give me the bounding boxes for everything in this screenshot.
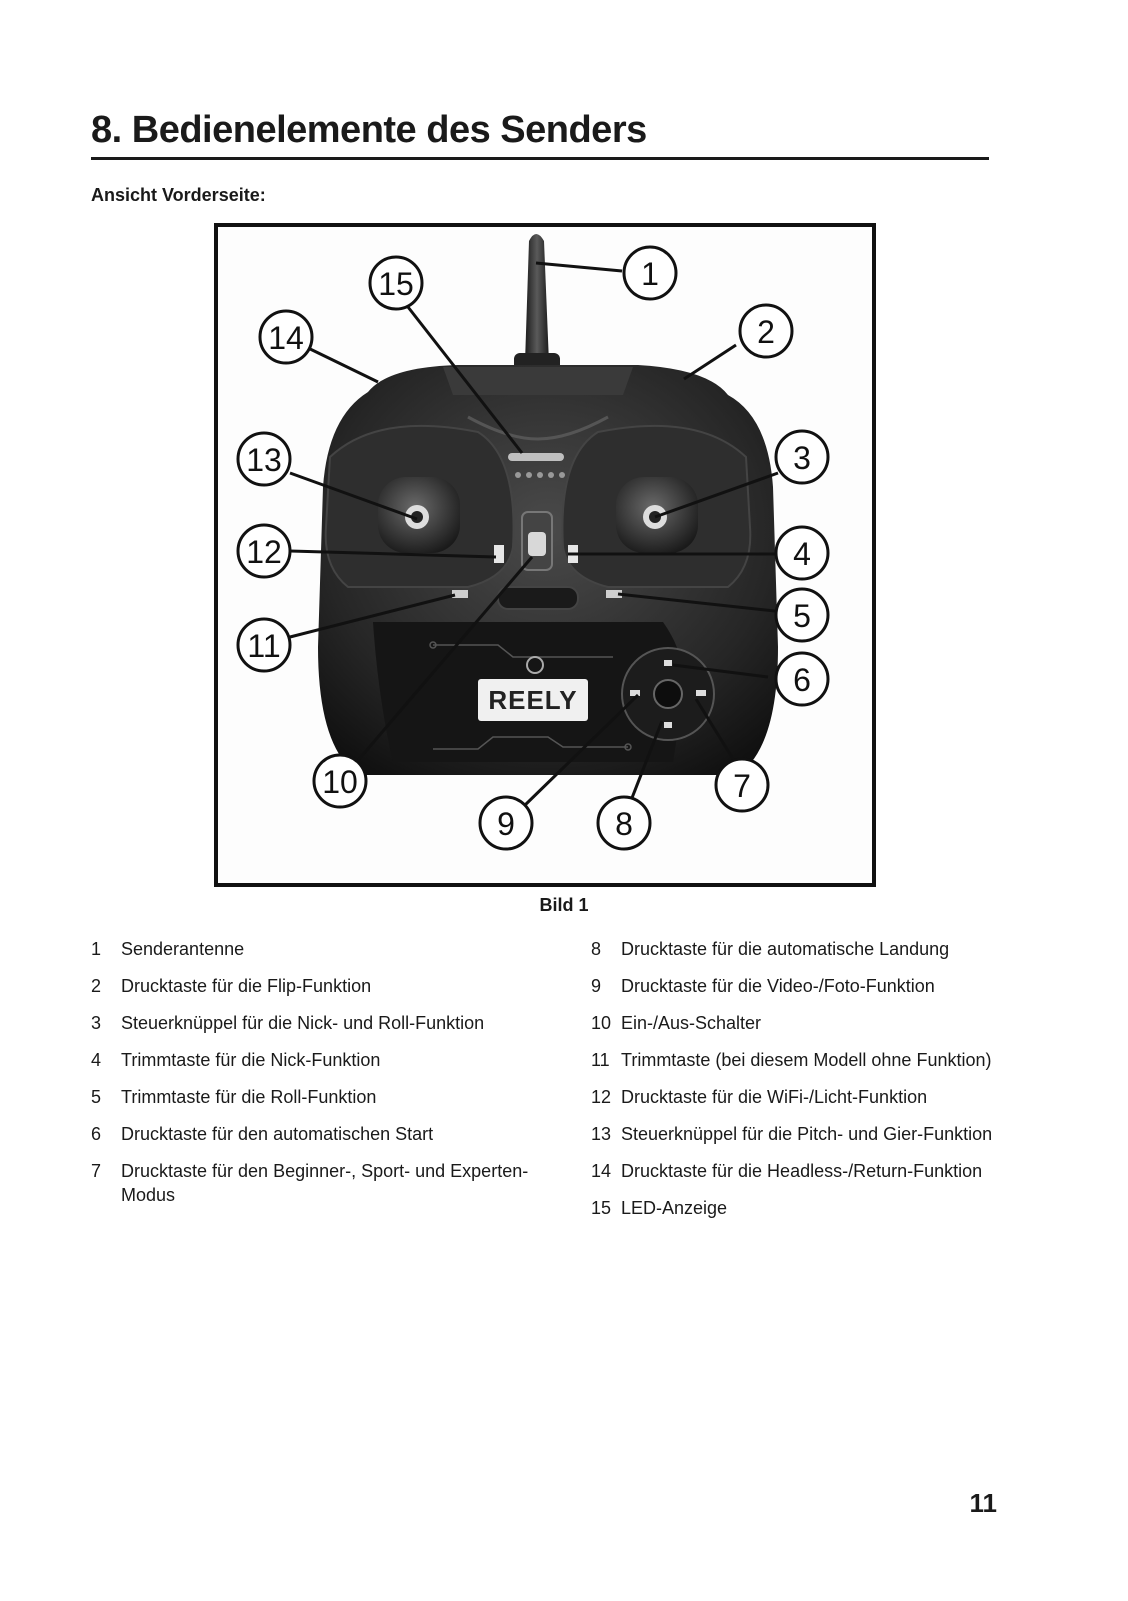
- legend-item: 8 Drucktaste für die automatische Landung: [591, 937, 1011, 961]
- legend-number: 9: [591, 976, 602, 996]
- page-number: 11: [969, 1488, 998, 1518]
- legend-text: LED-Anzeige: [621, 1198, 728, 1218]
- legend-item: 5 Trimmtaste für die Roll-Funktion: [91, 1085, 551, 1109]
- legend-number: 1: [91, 939, 102, 959]
- legend-text: Drucktaste für die Video-/Foto-Funktion: [621, 976, 935, 996]
- left-control-stick: [378, 477, 460, 553]
- legend-text: Trimmtaste (bei diesem Modell ohne Funkt…: [621, 1050, 992, 1070]
- legend-number: 10: [591, 1013, 612, 1033]
- legend-number: 4: [91, 1050, 102, 1070]
- svg-text:13: 13: [246, 442, 282, 478]
- svg-text:1: 1: [641, 256, 659, 292]
- svg-text:15: 15: [378, 266, 414, 302]
- callout-lines: [289, 261, 779, 809]
- legend-number: 3: [91, 1013, 102, 1033]
- page-title: 8. Bedienelemente des Senders: [91, 109, 647, 151]
- legend-item: 13 Steuerknüppel für die Pitch- und Gier-…: [591, 1122, 1011, 1146]
- antenna: [514, 234, 560, 371]
- callout-12: 12: [236, 523, 292, 579]
- legend-item: 15 LED-Anzeige: [591, 1196, 1011, 1220]
- left-trim-button: [452, 590, 468, 598]
- legend-number: 11: [591, 1050, 610, 1070]
- legend-number: 2: [91, 976, 102, 996]
- legend-number: 5: [91, 1087, 102, 1107]
- legend-left-column: 1 Senderantenne 2 Drucktaste für die Flip-…: [91, 937, 551, 1220]
- legend-number: 8: [591, 939, 602, 959]
- callout-13: 13: [236, 431, 292, 487]
- legend-item: 10 Ein-/Aus-Schalter: [591, 1011, 1011, 1035]
- legend-text: Steuerknüppel für die Nick- und Roll-Fun…: [121, 1013, 485, 1033]
- legend-text: Trimmtaste für die Nick-Funktion: [121, 1050, 381, 1070]
- callout-10: 10: [312, 753, 368, 809]
- wifi-light-button: [494, 545, 504, 563]
- legend-number: 15: [591, 1198, 612, 1218]
- callout-markers: 1 2 3 4 5 6 7 8 9 10 11 12 13 14 15: [236, 245, 830, 851]
- legend-item: 14 Drucktaste für die Headless-/Return-Fu…: [591, 1159, 1011, 1183]
- callout-14: 14: [258, 309, 314, 365]
- legend-item: 1 Senderantenne: [91, 937, 551, 961]
- legend-item: 6 Drucktaste für den automatischen Start: [91, 1122, 551, 1146]
- legend-item: 7 Drucktaste für den Beginner-, Sport- un…: [91, 1159, 551, 1207]
- svg-text:9: 9: [497, 806, 515, 842]
- legend-number: 14: [591, 1161, 612, 1181]
- legend-text: Trimmtaste für die Roll-Funktion: [121, 1087, 377, 1107]
- power-switch: [521, 511, 553, 571]
- svg-text:7: 7: [733, 768, 751, 804]
- legend-text: Drucktaste für den automatischen Start: [121, 1124, 434, 1144]
- svg-text:8: 8: [615, 806, 633, 842]
- legend-text: Steuerknüppel für die Pitch- und Gier-Fu…: [621, 1124, 993, 1144]
- svg-text:14: 14: [268, 320, 304, 356]
- svg-text:6: 6: [793, 662, 811, 698]
- callout-4: 4: [774, 525, 830, 581]
- legend-text: Drucktaste für die WiFi-/Licht-Funktion: [621, 1087, 928, 1107]
- svg-text:5: 5: [793, 598, 811, 634]
- svg-text:4: 4: [793, 536, 811, 572]
- legend-item: 9 Drucktaste für die Video-/Foto-Funktion: [591, 974, 1011, 998]
- legend-number: 7: [91, 1161, 102, 1181]
- legend-text: Drucktaste für die automatische Landung: [621, 939, 950, 959]
- callout-6: 6: [774, 651, 830, 707]
- legend-text: Drucktaste für die Flip-Funktion: [121, 976, 372, 996]
- callout-15: 15: [368, 255, 424, 311]
- legend-item: 3 Steuerknüppel für die Nick- und Roll-Fu…: [91, 1011, 551, 1035]
- svg-text:REELY: REELY: [488, 685, 577, 715]
- svg-text:11: 11: [247, 628, 280, 664]
- svg-text:2: 2: [757, 314, 775, 350]
- function-dpad: [621, 647, 715, 741]
- callout-3: 3: [774, 429, 830, 485]
- legend-number: 6: [91, 1124, 102, 1144]
- svg-text:12: 12: [246, 534, 282, 570]
- legend-item: 2 Drucktaste für die Flip-Funktion: [91, 974, 551, 998]
- legend-text: Ein-/Aus-Schalter: [621, 1013, 762, 1033]
- legend-number: 13: [591, 1124, 612, 1144]
- legend-item: 4 Trimmtaste für die Nick-Funktion: [91, 1048, 551, 1072]
- figure-caption: Bild 1: [539, 895, 589, 915]
- legend-item: 12 Drucktaste für die WiFi-/Licht-Funktio…: [591, 1085, 1011, 1109]
- brand-logo: REELY: [478, 656, 588, 721]
- callout-1: 1: [622, 245, 678, 301]
- legend-right-column: 8 Drucktaste für die automatische Landung…: [591, 937, 1011, 1233]
- legend-number: 12: [591, 1087, 612, 1107]
- legend-text: Drucktaste für die Headless-/Return-Funk…: [621, 1161, 983, 1181]
- svg-text:10: 10: [322, 764, 358, 800]
- callout-9: 9: [478, 795, 534, 851]
- transmitter-figure: REELY: [214, 223, 876, 887]
- callout-2: 2: [738, 303, 794, 359]
- led-indicator: [508, 453, 565, 478]
- callout-7: 7: [714, 757, 770, 813]
- section-subtitle: Ansicht Vorderseite:: [91, 185, 266, 205]
- callout-5: 5: [774, 587, 830, 643]
- legend-text: Senderantenne: [121, 939, 245, 959]
- callout-8: 8: [596, 795, 652, 851]
- roll-trim-button: [606, 590, 622, 598]
- legend-text: Drucktaste für den Beginner-, Sport- und…: [121, 1161, 529, 1205]
- transmitter-illustration: REELY: [236, 234, 830, 851]
- legend-item: 11 Trimmtaste (bei diesem Modell ohne Fun…: [591, 1048, 1011, 1072]
- svg-text:3: 3: [793, 440, 811, 476]
- title-rule: [91, 157, 989, 160]
- callout-11: 11: [236, 617, 292, 673]
